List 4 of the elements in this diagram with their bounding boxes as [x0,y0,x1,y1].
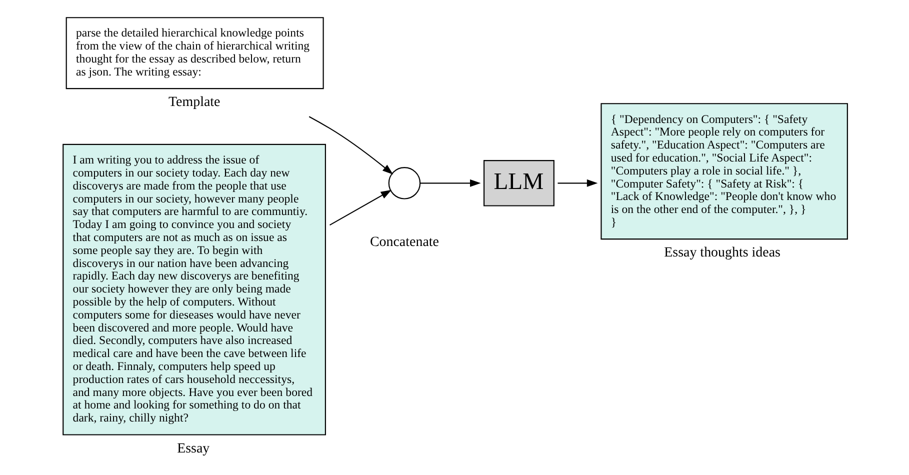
node-label: Essay [176,440,210,456]
node-label: Template [168,94,220,110]
node-label: Concatenate [369,234,438,250]
node-label: Essay thoughts ideas [664,245,780,260]
